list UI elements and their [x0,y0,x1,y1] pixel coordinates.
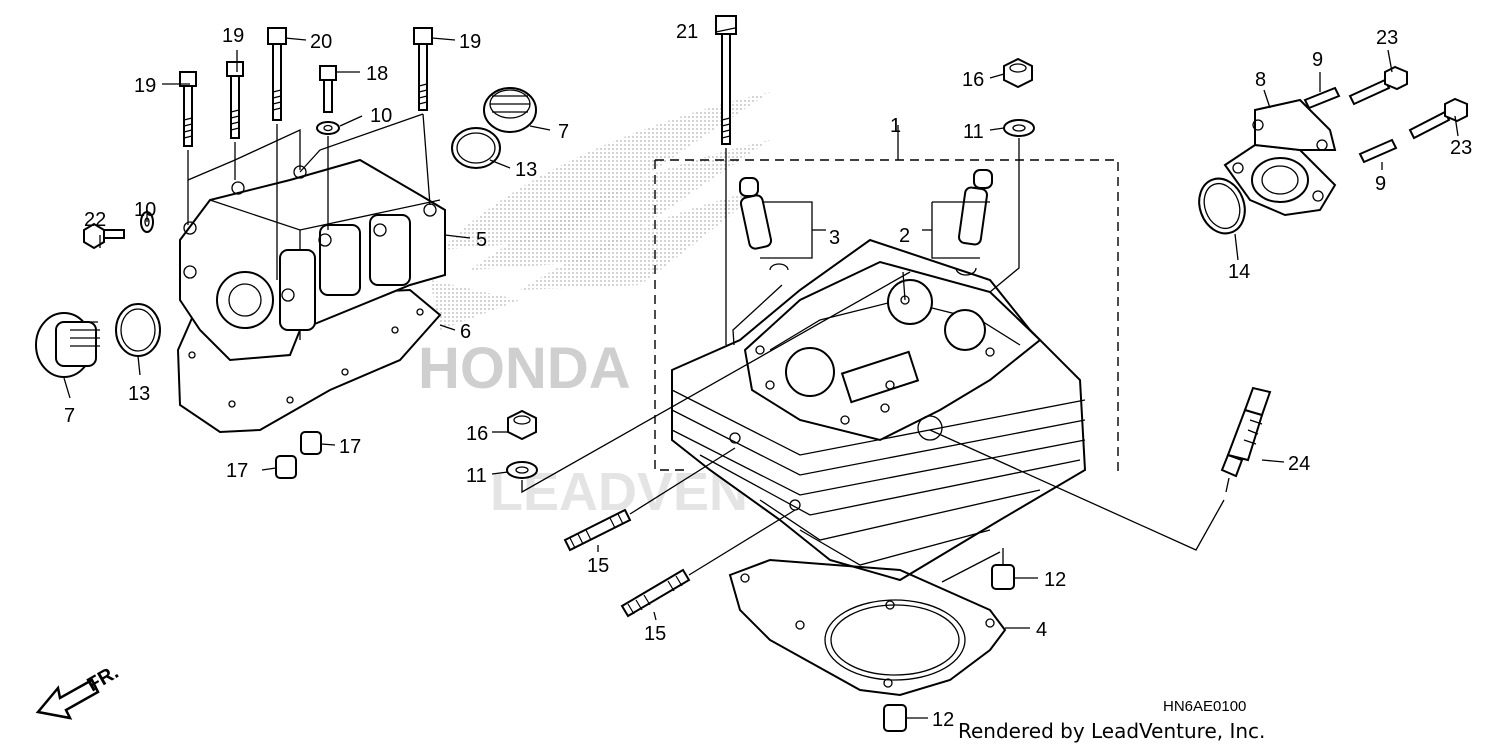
dowel-pin-12-right[interactable] [991,548,1015,590]
stud-bolt-21[interactable] [715,15,737,345]
callout-7-lower: 7 [64,405,75,427]
valve-guide-3[interactable] [739,177,789,271]
callout-leader-lines [63,27,1459,719]
insulator-intake-pipe-8[interactable] [1223,98,1337,217]
callout-17-right: 17 [339,436,361,458]
dowel-leader [941,551,1001,583]
callout-15-lower: 15 [644,623,666,645]
callout-3: 3 [829,227,840,249]
credit-line: Rendered by LeadVenture, Inc. [958,719,1265,743]
stud-9-top[interactable] [1303,86,1341,110]
washer-11-left[interactable] [506,461,538,479]
dowel-pin-17-upper[interactable] [300,431,322,455]
flange-bolt-19-left[interactable] [179,71,197,147]
callout-16-left: 16 [466,423,488,445]
nut-16-leader [989,138,1020,293]
callout-20: 20 [310,31,332,53]
callout-24: 24 [1288,453,1310,475]
flange-bolt-20[interactable] [267,27,287,121]
stud-bolt-15-lower[interactable] [620,509,796,618]
diagram-code: HN6AE0100 [1163,698,1246,715]
cylinder-head-gasket[interactable] [728,558,1007,697]
callout-9-bottom: 9 [1375,173,1386,195]
o-ring-13-lower[interactable] [115,303,161,357]
nut-16-top[interactable] [1003,57,1033,89]
valve-guide-2[interactable] [955,169,993,276]
callout-23-bottom: 23 [1450,137,1472,159]
callout-12-bottom: 12 [932,709,954,731]
callout-13-lower: 13 [128,383,150,405]
callout-labels: 1 2 3 4 5 6 7 7 8 9 9 10 10 11 11 12 12 … [64,21,1472,731]
cylinder-head[interactable] [671,238,1087,582]
callout-19-right: 19 [459,31,481,53]
dowel-pin-12-bottom[interactable] [883,704,907,732]
nut-16-left-leader [521,271,911,494]
callout-14: 14 [1228,261,1250,283]
callout-8: 8 [1255,69,1266,91]
cylinder-head-assembly-outline [654,150,1119,472]
honda-wing-watermark [430,92,770,330]
stud-bolt-15-upper[interactable] [563,447,736,552]
callout-5: 5 [476,229,487,251]
callout-23-top: 23 [1376,27,1398,49]
flange-bolt-19-middle[interactable] [226,61,244,139]
callout-9-top: 9 [1312,49,1323,71]
callout-19-left: 19 [134,75,156,97]
bolt-23-bottom[interactable] [1408,97,1468,140]
callout-11-top: 11 [963,121,984,143]
callout-18: 18 [366,63,388,85]
callout-19-middle: 19 [222,25,244,47]
callout-11-left: 11 [466,465,487,487]
callout-10-side: 10 [134,199,156,221]
callout-17-left: 17 [226,460,248,482]
bolt-22[interactable] [83,222,125,250]
callout-12-right: 12 [1044,569,1066,591]
honda-brand-watermark: HONDA [418,336,631,401]
callout-2: 2 [899,225,910,247]
flange-bolt-19-right[interactable] [413,27,433,111]
cover-bolt-leader-lines [187,113,431,280]
oil-filler-cap-lower[interactable] [35,312,100,378]
callout-1: 1 [890,115,901,137]
cylinder-head-cover[interactable] [179,158,446,362]
callout-6: 6 [460,321,471,343]
o-ring-13-upper[interactable] [451,127,501,169]
callout-15-upper: 15 [587,555,609,577]
bolt-23-top[interactable] [1348,65,1408,106]
callout-21: 21 [676,21,698,43]
o-ring-14[interactable] [1192,172,1252,240]
callout-4: 4 [1036,619,1047,641]
washer-10-top[interactable] [316,121,340,135]
callout-22: 22 [84,209,106,231]
callout-10-top: 10 [370,105,392,127]
spark-plug[interactable] [929,386,1272,551]
valve-guide-leader-lines [732,201,990,346]
nut-16-left[interactable] [507,409,537,441]
callout-13-upper: 13 [515,159,537,181]
callout-7-upper: 7 [558,121,569,143]
dowel-pin-17-lower[interactable] [275,455,297,479]
washer-11-top[interactable] [1003,119,1035,137]
callout-16-top: 16 [962,69,984,91]
oil-filler-cap-upper[interactable] [483,87,537,133]
front-direction-arrow: FR. [35,661,122,720]
flange-bolt-18[interactable] [319,65,337,113]
stud-9-bottom[interactable] [1358,138,1398,164]
